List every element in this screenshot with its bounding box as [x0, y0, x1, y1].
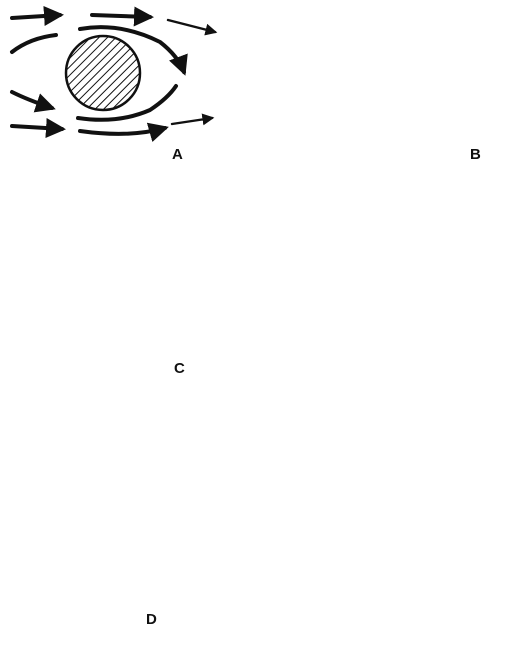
cylinder-a: [66, 36, 140, 110]
streamline-a-bot-lower3: [172, 118, 212, 124]
streamline-a-top1: [12, 15, 60, 18]
streamline-a-top2: [92, 15, 150, 17]
streamline-a-mid-top-left: [12, 35, 56, 52]
panel-a: [12, 15, 215, 134]
panel-label-c: C: [174, 360, 185, 377]
streamline-a-top3: [168, 20, 215, 32]
streamline-a-bot-lower2: [80, 128, 165, 134]
streamline-a-bot-lower1: [12, 126, 62, 129]
panel-label-b: B: [470, 146, 481, 163]
streamline-a-bot-left: [12, 92, 52, 108]
panel-label-d: D: [146, 611, 157, 628]
panel-label-a: A: [172, 146, 183, 163]
